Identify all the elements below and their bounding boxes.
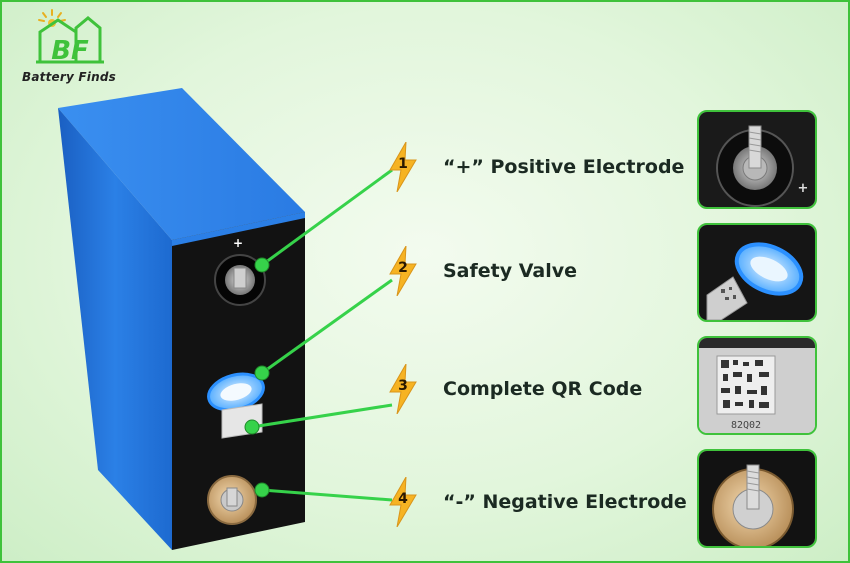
callout-number: 4 — [398, 491, 408, 507]
photo-qr-code: 82Q02 — [697, 336, 817, 435]
brand-logo: BF Battery Finds — [10, 6, 140, 84]
callout-number: 2 — [398, 260, 408, 276]
negative-terminal-photo-icon — [699, 451, 815, 546]
qr-code-photo-icon: 82Q02 — [699, 338, 815, 433]
connector-line-4 — [261, 488, 393, 502]
callout-marker-2: 2 — [388, 245, 418, 297]
label-qr-code: Complete QR Code — [443, 378, 643, 400]
positive-terminal-photo-icon: + — [699, 112, 815, 207]
safety-valve — [207, 372, 265, 412]
connector-line-1 — [261, 168, 393, 267]
label-negative-electrode: “-” Negative Electrode — [443, 491, 687, 513]
qr-code-text: 82Q02 — [731, 420, 761, 431]
callout-number: 1 — [398, 156, 408, 172]
callout-number: 3 — [398, 378, 408, 394]
svg-text:+: + — [798, 181, 809, 196]
photo-negative-terminal — [697, 449, 817, 548]
callout-marker-3: 3 — [388, 363, 418, 415]
label-safety-valve: Safety Valve — [443, 260, 578, 282]
connector-dot-2 — [254, 365, 270, 381]
label-positive-electrode: “+” Positive Electrode — [443, 156, 685, 178]
connector-dot-4 — [254, 482, 270, 498]
house-logo-icon: BF — [36, 9, 104, 66]
brand-name: Battery Finds — [22, 70, 116, 84]
photo-safety-valve — [697, 223, 817, 322]
negative-terminal — [207, 475, 257, 525]
connector-dot-3 — [244, 419, 260, 435]
battery-side-face — [58, 108, 172, 550]
callout-marker-1: 1 — [388, 141, 418, 193]
brand-mark: BF — [51, 36, 89, 66]
connector-line-2 — [261, 278, 393, 375]
connector-dot-1 — [254, 257, 270, 273]
connector-line-3 — [251, 403, 393, 429]
photo-positive-terminal: + — [697, 110, 817, 209]
battery-top-face — [58, 88, 305, 240]
callout-marker-4: 4 — [388, 476, 418, 528]
positive-symbol: + — [233, 236, 243, 250]
safety-valve-photo-icon — [699, 225, 815, 320]
positive-terminal — [214, 254, 266, 306]
